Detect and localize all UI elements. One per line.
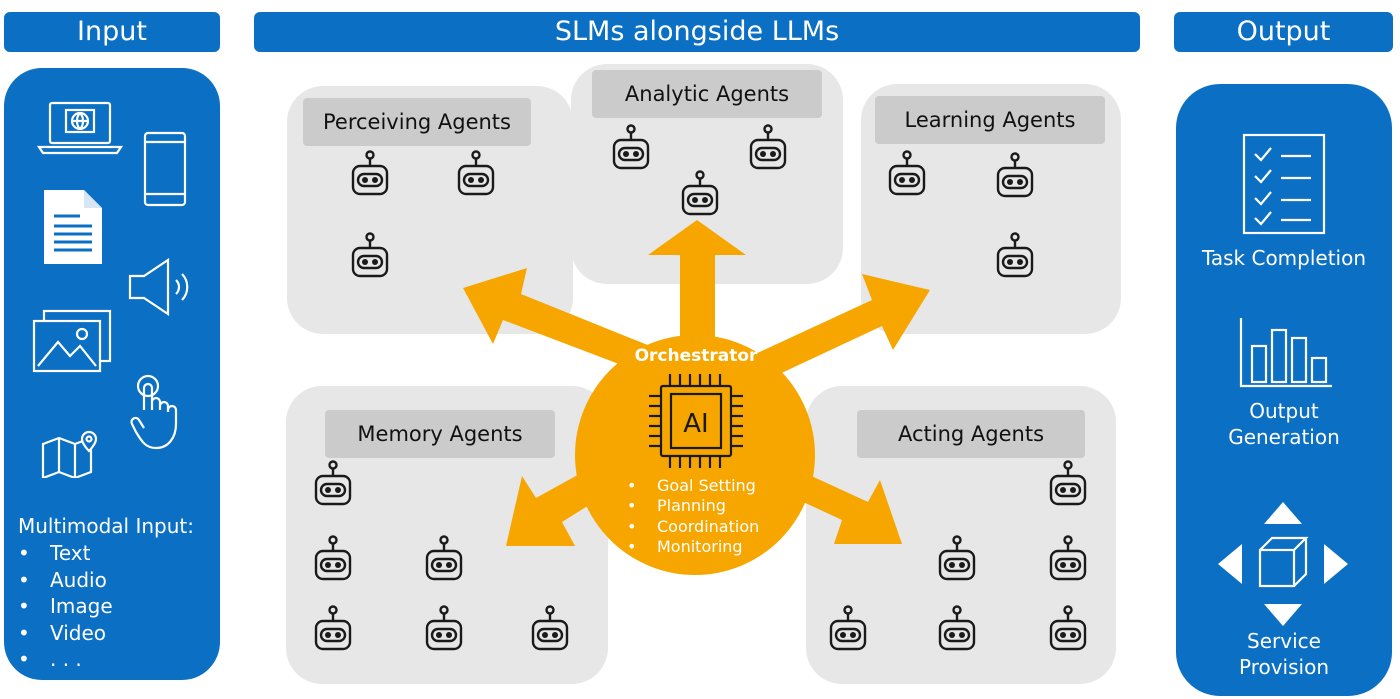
robot-icon [937, 605, 977, 653]
map-icon [40, 430, 102, 478]
output-header: Output [1174, 12, 1393, 52]
list-item: Image [18, 593, 113, 620]
ai-chip-icon [649, 374, 743, 468]
image-gallery-icon [30, 308, 114, 374]
robot-icon [350, 150, 390, 198]
robot-icon [887, 150, 927, 198]
robot-icon [1048, 605, 1088, 653]
arrow-up-right [738, 274, 930, 384]
robot-icon [313, 460, 353, 508]
document-icon [40, 188, 104, 268]
list-item: Text [18, 540, 113, 567]
robot-icon [530, 605, 570, 653]
multimodal-input-title: Multimodal Input: [18, 514, 194, 538]
robot-icon [680, 170, 720, 218]
touch-hand-icon [128, 372, 184, 452]
task-completion-label: Task Completion [1201, 246, 1367, 270]
memory-agents-label: Memory Agents [325, 410, 555, 458]
service-provision-label: Service Provision [1174, 628, 1394, 680]
list-item: Audio [18, 567, 113, 594]
robot-icon [313, 535, 353, 583]
output-generation-label: Output Generation [1174, 398, 1394, 450]
analytic-agents-label: Analytic Agents [592, 70, 822, 118]
speaker-icon [126, 258, 196, 316]
acting-agents-label: Acting Agents [857, 410, 1085, 458]
cube-arrows-icon [1216, 500, 1350, 628]
list-item: . . . [18, 646, 113, 673]
robot-icon [828, 605, 868, 653]
input-header: Input [4, 12, 220, 52]
robot-icon [995, 152, 1035, 200]
output-generation-text: Output Generation [1228, 399, 1340, 449]
service-provision-text: Service Provision [1238, 629, 1329, 679]
list-item: Video [18, 620, 113, 647]
checklist-icon [1241, 132, 1327, 236]
laptop-globe-icon [36, 100, 126, 156]
learning-agents-label: Learning Agents [875, 96, 1105, 144]
tablet-icon [142, 130, 188, 208]
list-item: Monitoring [627, 537, 759, 558]
arrow-up-left [463, 268, 660, 372]
orchestrator-task-list: Goal Setting Planning Coordination Monit… [627, 476, 759, 557]
robot-icon [350, 232, 390, 280]
robot-icon [611, 124, 651, 172]
slms-header: SLMs alongside LLMs [254, 12, 1140, 52]
orchestrator-title: Orchestrator [634, 346, 758, 366]
robot-icon [424, 605, 464, 653]
output-panel [1176, 84, 1392, 696]
multimodal-input-list: Text Audio Image Video . . . [18, 540, 113, 673]
ai-chip-label: AI [683, 409, 708, 439]
perceiving-agents-label: Perceiving Agents [303, 98, 531, 146]
robot-icon [1048, 535, 1088, 583]
robot-icon [748, 124, 788, 172]
robot-icon [313, 605, 353, 653]
robot-icon [424, 535, 464, 583]
robot-icon [937, 535, 977, 583]
robot-icon [456, 150, 496, 198]
bar-chart-icon [1238, 316, 1334, 388]
arrow-up [648, 220, 746, 344]
robot-icon [995, 232, 1035, 280]
robot-icon [1048, 460, 1088, 508]
list-item: Goal Setting [627, 476, 759, 497]
list-item: Planning [627, 496, 759, 517]
list-item: Coordination [627, 517, 759, 538]
